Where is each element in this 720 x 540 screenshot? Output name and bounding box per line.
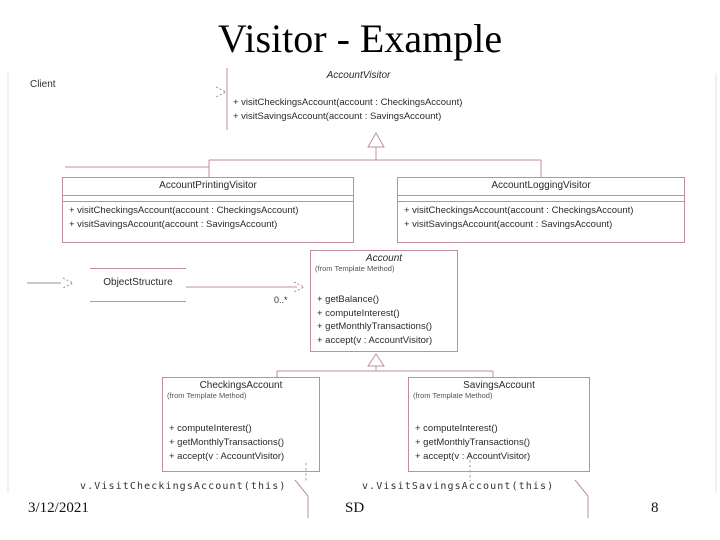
- method-label: + getMonthlyTransactions(): [317, 321, 433, 332]
- class-name: Account: [365, 253, 403, 264]
- class-name: SavingsAccount: [463, 380, 535, 391]
- dependency-arrowhead-accountvisitor: [215, 86, 228, 98]
- method-label: + accept(v : AccountVisitor): [169, 451, 285, 462]
- class-name: ObjectStructure: [103, 277, 173, 288]
- dependency-arrowhead-objectstructure: [62, 277, 75, 289]
- class-box-account-printing-visitor: AccountPrintingVisitor + visitCheckingsA…: [62, 177, 354, 243]
- association-arrowhead-account: [293, 281, 306, 293]
- class-box-checkings-account: CheckingsAccount (from Template Method) …: [162, 377, 320, 472]
- footer-page-number: 8: [651, 500, 659, 516]
- method-label: + getMonthlyTransactions(): [415, 437, 531, 448]
- class-name: CheckingsAccount: [199, 380, 283, 391]
- class-box-savings-account: SavingsAccount (from Template Method) + …: [408, 377, 590, 472]
- method-label: + computeInterest(): [169, 423, 252, 434]
- method-label: + computeInterest(): [317, 307, 400, 319]
- slide-title: Visitor - Example: [217, 16, 503, 61]
- compartment-divider: [63, 195, 353, 196]
- class-box-object-structure: ObjectStructure: [90, 268, 186, 302]
- multiplicity-label: 0..*: [274, 295, 288, 305]
- method-label: + getMonthlyTransactions(): [169, 437, 285, 448]
- note-savings-call: v.VisitSavingsAccount(this): [362, 481, 555, 492]
- class-stereotype: (from Template Method): [413, 391, 493, 400]
- note-leader-left-diagonal: [294, 479, 309, 497]
- method-label: + accept(v : AccountVisitor): [415, 451, 531, 462]
- footer-author: SD: [345, 500, 365, 516]
- compartment-divider: [398, 201, 684, 202]
- method-label: + visitCheckingsAccount(account : Checki…: [233, 97, 463, 108]
- class-stereotype: (from Template Method): [167, 391, 247, 400]
- method-label: + visitSavingsAccount(account : SavingsA…: [404, 219, 613, 230]
- class-box-account: Account (from Template Method) + getBala…: [310, 250, 458, 352]
- method-label: + visitCheckingsAccount(account : Checki…: [404, 205, 634, 216]
- client-label: Client: [30, 79, 56, 90]
- compartment-divider: [398, 195, 684, 196]
- class-box-account-logging-visitor: AccountLoggingVisitor + visitCheckingsAc…: [397, 177, 685, 243]
- compartment-divider: [63, 201, 353, 202]
- method-label: + getBalance(): [317, 294, 380, 305]
- method-label: + computeInterest(): [415, 423, 498, 434]
- method-label: + visitSavingsAccount(account : SavingsA…: [69, 219, 278, 230]
- class-name: AccountLoggingVisitor: [491, 180, 591, 191]
- generalization-triangle-visitor: [367, 131, 385, 148]
- generalization-triangle-account: [367, 353, 385, 367]
- class-box-account-visitor: AccountVisitor + visitCheckingsAccount(a…: [227, 68, 490, 130]
- method-label: + visitCheckingsAccount(account : Checki…: [69, 205, 299, 216]
- method-label: + visitSavingsAccount(account : SavingsA…: [233, 111, 442, 122]
- footer-date: 3/12/2021: [28, 500, 89, 516]
- method-label: + accept(v : AccountVisitor): [317, 334, 433, 346]
- class-name: AccountVisitor: [326, 70, 391, 81]
- class-name: AccountPrintingVisitor: [159, 180, 257, 191]
- note-leader-right-diagonal: [574, 479, 589, 497]
- note-checkings-call: v.VisitCheckingsAccount(this): [80, 481, 287, 492]
- class-stereotype: (from Template Method): [315, 264, 395, 273]
